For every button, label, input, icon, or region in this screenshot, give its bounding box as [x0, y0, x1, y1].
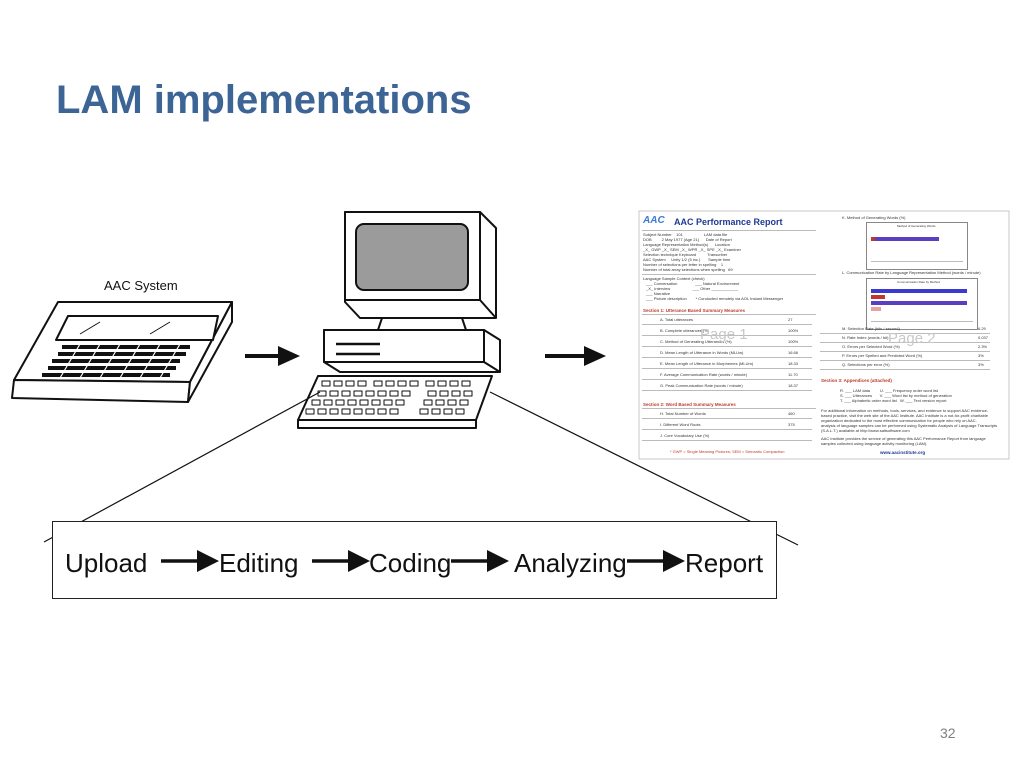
report-row-label: M. Selection Rate (bits / second) [842, 326, 900, 331]
report-row-value: 100% [788, 328, 799, 333]
arrow-right-icon [161, 550, 219, 572]
rate-chart-title: Communication Rate by Method [897, 280, 940, 284]
report-row-label: E. Mean Length of Utterance in Morphemes… [660, 361, 754, 366]
report-row-value: 18.37 [788, 383, 799, 388]
report-page-1: AAC AAC Performance Report Subject Numbe… [640, 212, 818, 458]
method-chart-bar [871, 237, 939, 241]
aac-institute-url: www.aacinstitute.org [880, 450, 926, 455]
report-row-label: G. Peak Communication Rate (words / minu… [660, 383, 743, 388]
rate-chart-bar-1 [871, 289, 967, 293]
report-row-label: J. Core Vocabulary Use (%) [660, 433, 710, 438]
report-row-divider [820, 333, 990, 334]
report-row-divider [820, 369, 990, 370]
report-row-value: 0.037 [978, 335, 989, 340]
arrow-right-1 [245, 346, 300, 366]
laptop-icon [11, 301, 233, 403]
report-row-divider [642, 440, 812, 441]
report-row-divider [820, 360, 990, 361]
report-section-3: Section 3: Appendices (attached) [821, 378, 892, 383]
rate-chart-bar-3 [871, 301, 967, 305]
rate-chart-bar-2 [871, 295, 885, 299]
step-upload: Upload [65, 548, 148, 578]
arrow-right-icon [312, 550, 370, 572]
report-section-2: Section 2: Word Based Summary Measures [643, 402, 736, 407]
method-chart: Method of Generating Words [866, 222, 968, 270]
rate-chart: Communication Rate by Method [866, 278, 978, 330]
report-row-label: N. Rate Index (words / bit) [842, 335, 889, 340]
report-row-label: C. Method of Generating Utterances (%) [660, 339, 732, 344]
report-row-divider [642, 379, 812, 380]
report-row-label: H. Total Number of Words [660, 411, 706, 416]
slide-number: 32 [940, 725, 956, 741]
report-row-value: 11.70 [788, 372, 798, 377]
arrow-right-icon [627, 550, 685, 572]
report-row-value: 2.3% [978, 344, 988, 349]
slide-title: LAM implementations [56, 78, 472, 122]
step-analyzing: Analyzing [514, 548, 627, 578]
report-page-2: K. Method of Generating Words (%) Method… [818, 212, 1008, 458]
report-row-value: 27 [788, 317, 793, 322]
report-row-value: 16.66 [788, 350, 799, 355]
report-row-divider [642, 335, 812, 336]
report-row-value: 18.33 [788, 361, 799, 366]
report-row-divider [642, 368, 812, 369]
aac-system-label: AAC System [104, 278, 178, 293]
report-row-value: 460 [788, 411, 795, 416]
workflow-box: Upload Editing Coding Analyzing Report [52, 521, 777, 599]
report-row-divider [642, 390, 812, 391]
report-row-divider [642, 324, 812, 325]
p2-heading-k: K. Method of Generating Words (%) [842, 215, 906, 220]
report-row-divider [820, 351, 990, 352]
page-1-watermark: Page 1 [700, 326, 748, 343]
report-row-label: Q. Selections per error (%) [842, 362, 890, 367]
report-row-value: 6.29 [978, 326, 986, 331]
step-editing: Editing [219, 548, 299, 578]
arrow-right-2 [545, 346, 606, 366]
callout-lines [43, 391, 799, 546]
report-frame [638, 210, 1010, 460]
report-row-divider [642, 357, 812, 358]
report-row-label: O. Errors per Selected Word (%) [842, 344, 900, 349]
report-row-value: 3% [978, 362, 984, 367]
report-row-value: 3% [978, 353, 984, 358]
desktop-computer-icon [297, 211, 501, 429]
report-row-value: 100% [788, 339, 799, 344]
report-row-label: D. Mean Length of Utterance in Words (ML… [660, 350, 744, 355]
report-section-1: Section 1: Utterance Based Summary Measu… [643, 308, 746, 313]
step-report: Report [685, 548, 764, 578]
report-row-divider [820, 342, 990, 343]
step-coding: Coding [369, 548, 452, 578]
report-row-divider [642, 429, 812, 430]
report-row-label: P. Errors per Spelled and Predicted Word… [842, 353, 923, 358]
rate-chart-bar-4 [871, 307, 881, 311]
report-row-value: 375 [788, 422, 795, 427]
report-row-divider [642, 418, 812, 419]
arrow-right-icon [451, 550, 509, 572]
p2-heading-l: L. Communication Rate by Language Repres… [842, 270, 981, 275]
report-title: AAC Performance Report [674, 217, 783, 227]
report-row-label: A. Total utterances [660, 317, 694, 322]
page-2-watermark: Page 2 [888, 330, 936, 347]
report-row-label: I. Different Word Roots [660, 422, 701, 427]
method-chart-bar-accent [871, 237, 875, 241]
report-row-label: B. Complete utterances (%) [660, 328, 710, 333]
report-row-divider [642, 346, 812, 347]
report-row-label: F. Average Communication Rate (words / m… [660, 372, 748, 377]
aac-logo: AAC [643, 215, 665, 226]
method-chart-title: Method of Generating Words [897, 224, 936, 228]
